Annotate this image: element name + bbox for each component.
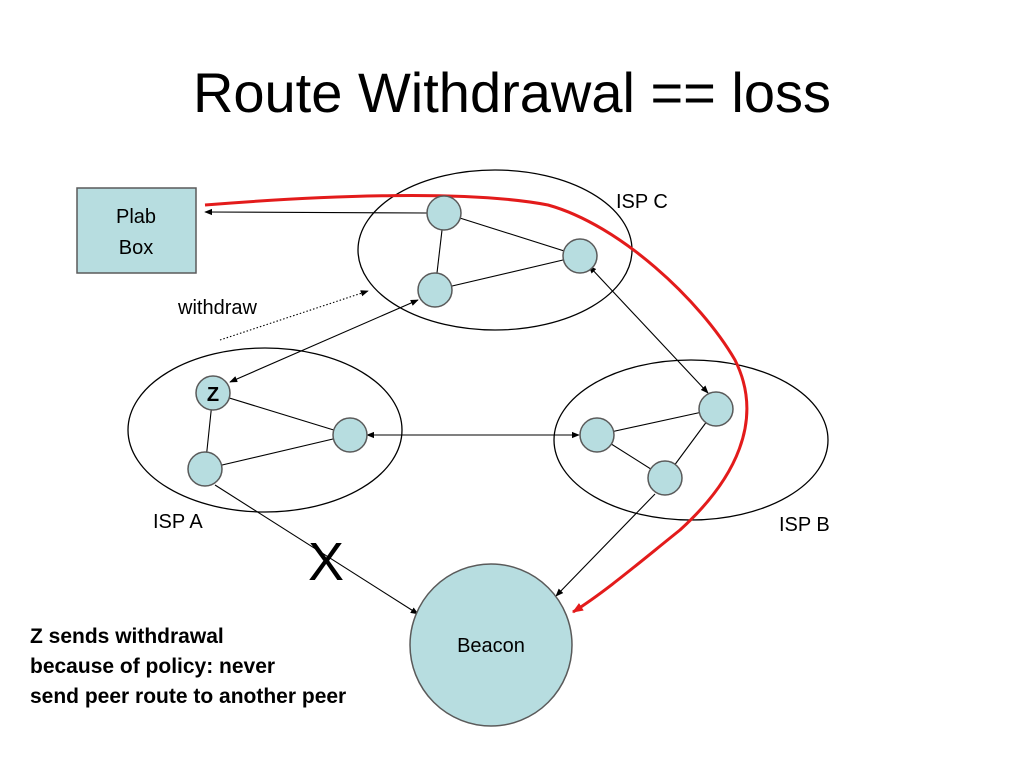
link-ispc-ispa (229, 299, 419, 383)
withdraw-label: withdraw (177, 297, 257, 319)
isp-a-label: ISP A (153, 511, 203, 533)
plab-box (76, 187, 197, 274)
isp-b-label: ISP B (779, 514, 830, 536)
link-iscc-to-plab (204, 208, 428, 216)
failed-link-x-mark: X (308, 532, 344, 592)
router-nodes (187, 195, 734, 727)
isp-c-label: ISP C (616, 191, 668, 213)
node-z (195, 375, 231, 411)
caption-line-3: send peer route to another peer (30, 685, 347, 708)
withdraw-arrow (219, 290, 369, 341)
beacon-node (409, 563, 573, 727)
slide-title: Route Withdrawal == loss (192, 61, 832, 124)
inter-isp-links (204, 208, 709, 615)
node-ispa-2 (332, 417, 368, 453)
plab-box-label-line2: Box (119, 237, 153, 259)
caption-line-1: Z sends withdrawal (30, 625, 224, 648)
node-ispa-3 (187, 451, 223, 487)
node-ispc-3 (417, 272, 453, 308)
node-ispc-1 (426, 195, 462, 231)
node-ispb-3 (647, 460, 683, 496)
node-ispc-2 (562, 238, 598, 274)
node-ispb-2 (579, 417, 615, 453)
highlighted-route (204, 194, 749, 614)
plab-box-label-line1: Plab (116, 206, 156, 228)
caption-line-2: because of policy: never (30, 655, 276, 678)
node-ispb-1 (698, 391, 734, 427)
beacon-label: Beacon (457, 635, 525, 657)
link-ispb-beacon (555, 493, 656, 597)
link-ispc-ispb (588, 265, 709, 394)
caption-text: Z sends withdrawal because of policy: ne… (30, 622, 346, 712)
link-ispa-beacon (214, 484, 419, 615)
node-z-label: Z (207, 384, 219, 406)
